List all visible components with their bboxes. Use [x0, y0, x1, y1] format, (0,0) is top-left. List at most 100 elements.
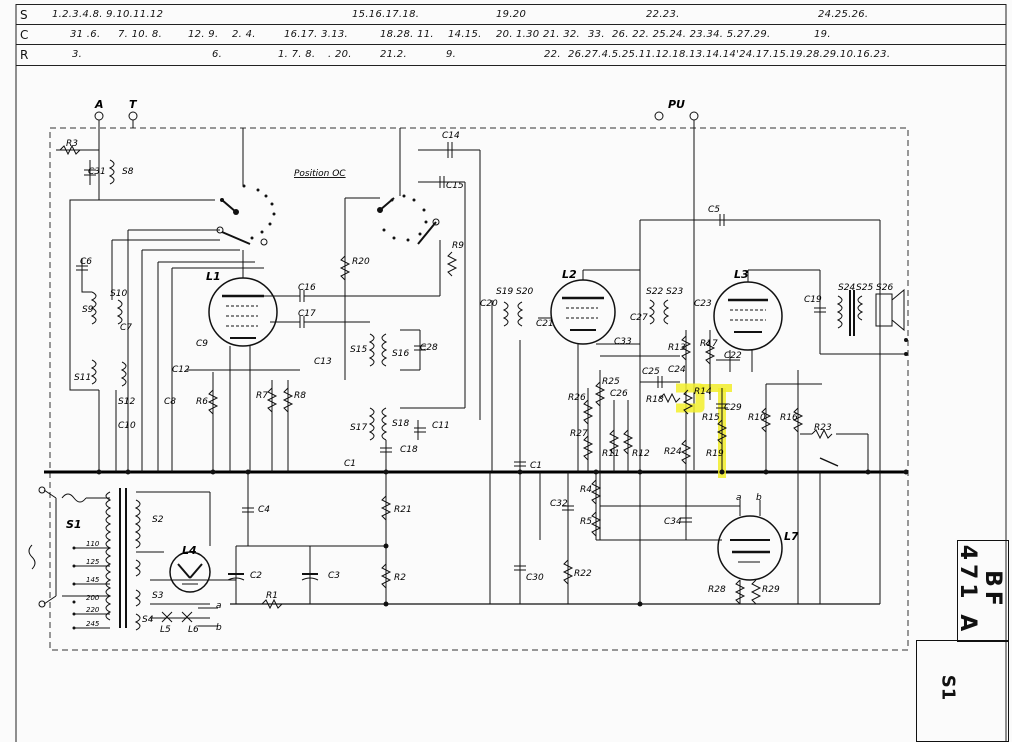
- label-c16: C16: [298, 283, 316, 293]
- label-r7: R7: [256, 391, 268, 401]
- label-c11: C11: [432, 421, 450, 431]
- coil-s12: [120, 361, 127, 387]
- resistor-r1: [261, 598, 283, 610]
- label-c3: C3: [328, 571, 340, 581]
- label-s9: S9: [82, 305, 94, 315]
- label-s24: S24: [838, 283, 855, 293]
- header-cell: 22.: [544, 49, 561, 60]
- resistor-r23: [811, 428, 833, 440]
- coil-s10: [116, 299, 123, 325]
- coil-s20: [517, 301, 524, 327]
- label-r4: R4: [580, 485, 592, 495]
- header-cell: 1.2.3.4.8. 9.10.11.12: [52, 9, 164, 20]
- label-r6: R6: [196, 397, 208, 407]
- label-r27: R27: [570, 429, 588, 439]
- earth-terminal: [128, 111, 138, 121]
- coil-s24: [836, 295, 843, 329]
- label-c26: C26: [610, 389, 628, 399]
- title-block-model: [957, 540, 1009, 642]
- position-note: Position OC: [294, 169, 346, 179]
- resistor-r27: [582, 435, 594, 461]
- label-r18: R18: [646, 395, 664, 405]
- tap-220: 220: [86, 606, 100, 614]
- resistor-r8: [282, 387, 294, 413]
- label-c27: C27: [630, 313, 648, 323]
- tube-l2: [550, 279, 616, 345]
- label-tube-l7: L7: [784, 530, 799, 543]
- coil-s22: [648, 299, 655, 325]
- label-r29: R29: [762, 585, 780, 595]
- resistor-r17: [704, 339, 716, 365]
- tap-145: 145: [86, 576, 100, 584]
- speaker-coil-s26: [875, 293, 893, 327]
- header-cell: 19.: [814, 29, 831, 40]
- label-l5: L5: [160, 625, 171, 635]
- label-tube-l3: L3: [734, 268, 749, 281]
- label-c20: C20: [480, 299, 498, 309]
- header-cell: 2. 4.: [232, 29, 256, 40]
- label-r19: R19: [706, 449, 724, 459]
- resistor-r10: [760, 407, 772, 433]
- header-cell: 3.: [72, 49, 83, 60]
- model-number: BF 471 A: [955, 544, 1005, 636]
- resistor-r9: [446, 251, 458, 277]
- label-s23: S23: [666, 287, 683, 297]
- resistor-r20: [339, 255, 351, 281]
- header-cell: 33.: [588, 29, 605, 40]
- label-s11: S11: [74, 373, 91, 383]
- sheet-number: S1: [937, 674, 959, 701]
- label-c21: C21: [536, 319, 554, 329]
- label-c13: C13: [314, 357, 332, 367]
- header-cell: 26.27.4.5.25.11.12.18.13.14.14'24.17.15.…: [568, 49, 891, 60]
- label-a: a: [216, 601, 222, 611]
- label-r16: R16: [780, 413, 798, 423]
- label-r14: R14: [694, 387, 712, 397]
- label-c30: C30: [526, 573, 544, 583]
- header-cell: 9.: [446, 49, 457, 60]
- label-c25: C25: [642, 367, 660, 377]
- label-s25: S25: [856, 283, 873, 293]
- label-tube-l2: L2: [562, 268, 577, 281]
- label-s2: S2: [152, 515, 164, 525]
- resistor-r3: [59, 144, 81, 156]
- label-s22: S22: [646, 287, 663, 297]
- label-c7: C7: [120, 323, 132, 333]
- pickup-terminal: [654, 111, 664, 121]
- label-c15: C15: [446, 181, 464, 191]
- header-cell: 1. 7. 8.: [278, 49, 316, 60]
- label-s15: S15: [350, 345, 367, 355]
- resistor-r21: [380, 495, 392, 521]
- label-l6: L6: [188, 625, 199, 635]
- header-row-r: R 3. 6. 1. 7. 8. . 20. 21.2. 9. 22. 26.2…: [16, 44, 1006, 66]
- label-c1: C1: [530, 461, 542, 471]
- resistor-r7: [266, 387, 278, 413]
- label-s8: S8: [122, 167, 134, 177]
- label-b: b: [216, 623, 222, 633]
- coil-s25: [857, 295, 864, 321]
- label-s18: S18: [392, 419, 409, 429]
- label-c31: C31: [88, 167, 106, 177]
- label-r23: R23: [814, 423, 832, 433]
- header-cell: 6.: [212, 49, 223, 60]
- highlighted-volume-control: [676, 383, 732, 478]
- header-cell: 24.25.26.: [818, 9, 869, 20]
- label-c17: C17: [298, 309, 316, 319]
- resistor-r26: [582, 399, 594, 425]
- label-b-l7: b: [756, 493, 762, 503]
- header-cell: 21.2.: [380, 49, 407, 60]
- dial-lamp-l5: [161, 611, 173, 623]
- label-r26: R26: [568, 393, 586, 403]
- label-c34: C34: [664, 517, 682, 527]
- header-cell: 18.28. 11.: [380, 29, 434, 40]
- coil-s23: [663, 299, 670, 325]
- label-s1: S1: [66, 518, 82, 531]
- resistor-r5: [590, 511, 602, 537]
- label-r1: R1: [266, 591, 278, 601]
- label-c23: C23: [694, 299, 712, 309]
- label-c5: C5: [708, 205, 720, 215]
- label-r8: R8: [294, 391, 306, 401]
- chassis-boundary: [49, 127, 909, 651]
- label-c29: C29: [724, 403, 742, 413]
- header-cell: 20.: [496, 29, 513, 40]
